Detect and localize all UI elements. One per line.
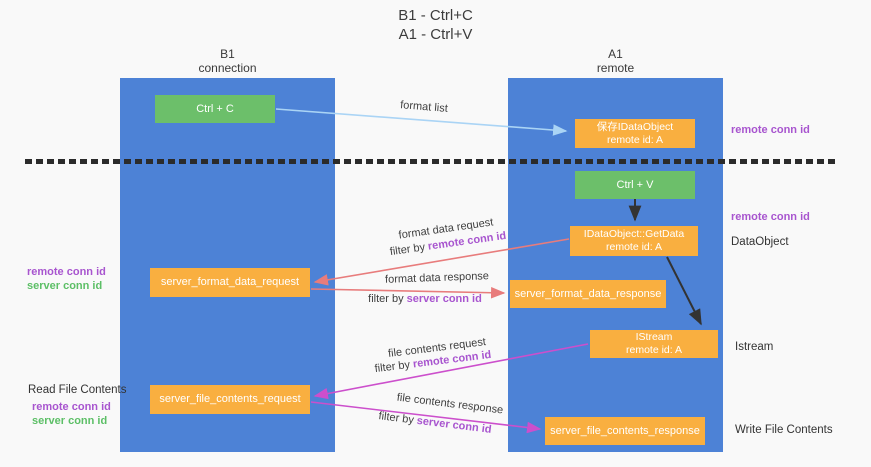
filter-by-text: filter by [377, 410, 415, 427]
ctrl-v-box: Ctrl + V [575, 171, 695, 199]
left-read-file-contents-label: Read File Contents [28, 384, 127, 396]
left-conn-id-stack-bottom: remote conn id server conn id [32, 401, 111, 428]
filter-by-text: filter by [389, 241, 426, 259]
istream-remote-id: remote id: A [625, 344, 683, 356]
filter-by-text: filter by [368, 293, 404, 305]
idataobject-getdata-box: IDataObject::GetData remote id: A [570, 226, 698, 256]
istream-label: IStream [635, 331, 673, 343]
ctrl-v-label: Ctrl + V [616, 178, 654, 191]
column-header-b1: B1 connection [120, 47, 335, 75]
istream-box: IStream remote id: A [590, 330, 718, 358]
left-server-conn-id-bottom: server conn id [32, 414, 108, 427]
left-remote-conn-id-bottom: remote conn id [32, 401, 111, 413]
server-conn-id-text: server conn id [416, 414, 493, 436]
left-remote-conn-id-mid: remote conn id [27, 266, 106, 278]
server-format-data-request-label: server_format_data_request [160, 276, 300, 288]
right-dataobject-label: DataObject [731, 236, 789, 248]
title-line-2: A1 - Ctrl+V [398, 26, 473, 43]
idataobject-getdata-label: IDataObject::GetData [583, 228, 685, 240]
server-conn-id-text: server conn id [406, 293, 482, 305]
column-header-a1: A1 remote [508, 47, 723, 75]
title-line-1: B1 - Ctrl+C [398, 7, 473, 24]
format-data-response-label: format data response [385, 270, 489, 286]
server-format-data-request-box: server_format_data_request [150, 268, 310, 297]
format-data-response-text: format data response [384, 270, 490, 286]
format-list-text: format list [399, 99, 449, 115]
format-list-label: format list [400, 99, 448, 115]
right-remote-conn-id-mid: remote conn id [731, 211, 810, 223]
save-idataobject-remote-id: remote id: A [606, 133, 664, 146]
left-conn-id-stack-mid: remote conn id server conn id [27, 266, 106, 293]
file-contents-response-text: file contents response [396, 391, 504, 417]
server-file-contents-request-box: server_file_contents_request [150, 385, 310, 414]
server-file-contents-request-label: server_file_contents_request [159, 393, 301, 405]
file-contents-response-label: file contents response [396, 392, 504, 417]
right-write-file-contents-label: Write File Contents [735, 424, 833, 436]
phase-divider-dashed-line [25, 159, 838, 164]
save-idataobject-label: 保存IDataObject [596, 120, 674, 133]
column-header-a1-name: A1 [608, 47, 623, 61]
ctrl-c-label: Ctrl + C [196, 102, 234, 115]
server-format-data-response-label: server_format_data_response [514, 287, 662, 300]
ctrl-c-box: Ctrl + C [155, 95, 275, 123]
right-remote-conn-id-top: remote conn id [731, 124, 810, 136]
server-file-contents-response-box: server_file_contents_response [545, 417, 705, 445]
save-idataobject-box: 保存IDataObject remote id: A [575, 119, 695, 148]
idataobject-getdata-remote-id: remote id: A [605, 241, 663, 253]
server-file-contents-response-label: server_file_contents_response [550, 424, 700, 437]
diagram-title: B1 - Ctrl+C A1 - Ctrl+V [0, 6, 871, 44]
column-header-b1-role: connection [198, 61, 257, 75]
left-server-conn-id-mid: server conn id [27, 279, 103, 292]
column-header-b1-name: B1 [220, 47, 235, 61]
column-header-a1-role: remote [596, 61, 635, 75]
server-format-data-response-box: server_format_data_response [510, 280, 666, 308]
filter-by-text: filter by [374, 358, 411, 376]
right-istream-label: Istream [735, 341, 774, 353]
